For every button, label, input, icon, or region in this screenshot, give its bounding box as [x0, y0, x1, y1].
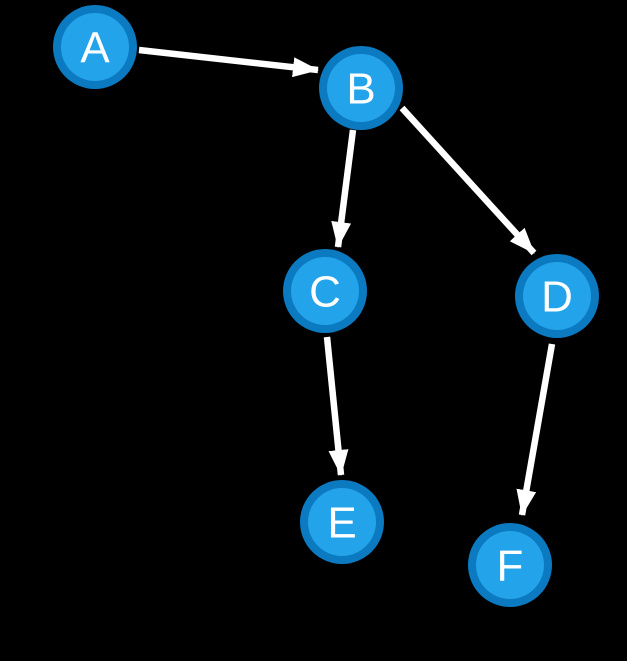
edge-D-F	[516, 343, 556, 516]
node-fill	[291, 257, 359, 325]
node-fill	[523, 262, 591, 330]
node-F[interactable]: F	[468, 523, 552, 607]
node-fill	[476, 531, 544, 599]
node-D[interactable]: D	[515, 254, 599, 338]
node-fill	[308, 488, 376, 556]
node-A[interactable]: A	[53, 5, 137, 89]
node-E[interactable]: E	[300, 480, 384, 564]
edge-C-E	[323, 336, 349, 476]
edge-B-C	[331, 129, 357, 248]
node-C[interactable]: C	[283, 249, 367, 333]
node-B[interactable]: B	[319, 46, 403, 130]
edges-layer	[138, 46, 556, 516]
edge-B-D	[399, 105, 537, 256]
edge-A-B	[138, 46, 319, 78]
node-fill	[61, 13, 129, 81]
node-fill	[327, 54, 395, 122]
